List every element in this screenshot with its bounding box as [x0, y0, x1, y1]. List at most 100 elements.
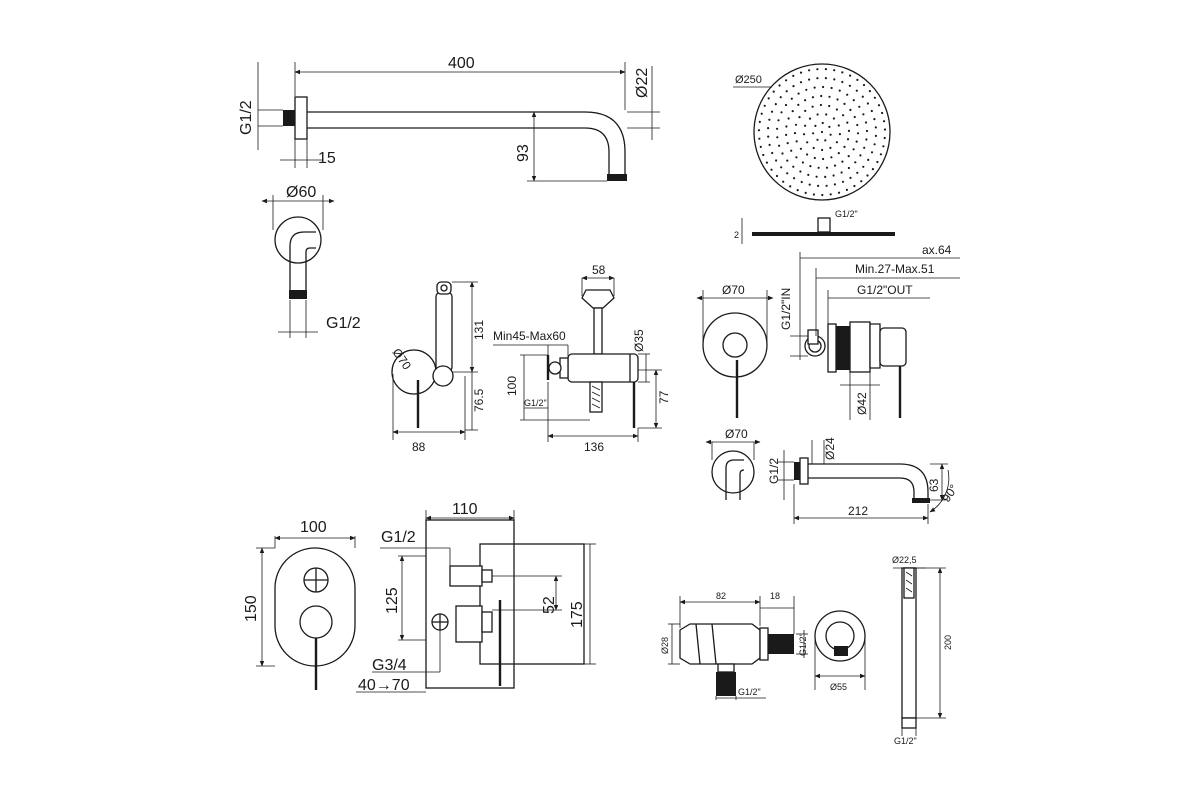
mixer-offset-label: 77 [657, 390, 671, 404]
nozzle-dot [812, 193, 816, 196]
nozzle-dot [785, 79, 788, 82]
nozzle-dot [849, 108, 852, 111]
mixer-head-width-label: 58 [592, 263, 606, 277]
nozzle-dot [820, 94, 823, 98]
nozzle-dot [811, 105, 814, 108]
nozzle-dot [772, 90, 775, 93]
bracket-thread [289, 290, 307, 299]
nozzle-dot [804, 191, 807, 194]
nozzle-dot [824, 68, 828, 71]
nozzle-dot [786, 159, 789, 162]
nozzle-dot [852, 99, 855, 102]
nozzle-dot [865, 129, 869, 133]
nozzle-dot [792, 74, 795, 77]
nozzle-dot [882, 145, 885, 148]
nozzle-dot [833, 183, 837, 186]
nozzle-dot [775, 159, 778, 162]
bracket-rosette [274, 216, 322, 264]
nozzle-dot [779, 96, 782, 99]
mixer-range-label: Min45-Max60 [493, 329, 566, 343]
nozzle-dot [866, 174, 869, 177]
nozzle-dot [795, 140, 798, 143]
nozzle-dot [833, 164, 837, 167]
bidet-mixer-drawing: 58 Min45-Max60 Ø35 100 G1/2" 77 136 [493, 263, 671, 454]
nozzle-dot [765, 161, 769, 164]
nozzle-dot [771, 151, 774, 155]
nozzle-dot [804, 99, 807, 102]
nozzle-dot [847, 166, 851, 170]
nozzle-dot [757, 129, 761, 132]
nozzle-dot [883, 120, 886, 123]
diverter-box-width-label: 110 [452, 501, 478, 518]
nozzle-dot [852, 148, 855, 151]
nozzle-dot [809, 165, 812, 168]
spout-rosette [711, 450, 755, 494]
nozzle-dot [795, 156, 798, 159]
nozzle-dot [830, 156, 833, 159]
nozzle-dot [830, 86, 833, 90]
head-disc [753, 63, 891, 201]
nozzle-dot [838, 133, 842, 136]
wall-mixer-cartridge [849, 321, 871, 373]
diverter-depth-range-label: 40→70 [358, 677, 410, 694]
nozzle-dot [846, 121, 849, 124]
spout-thread-label: G1/2 [767, 458, 781, 484]
nozzle-dot [829, 193, 832, 196]
arm-thread [283, 110, 295, 126]
wall-mixer-outlet-label: G1/2"OUT [857, 283, 913, 297]
arm-wall-flange [294, 96, 308, 140]
bracket-elbow [289, 231, 316, 290]
valve-inlet-thread [716, 672, 736, 696]
spray-depth-label: 88 [412, 440, 426, 454]
mixer-body [567, 353, 639, 383]
wall-mixer-inlet-label: G1/2"IN [779, 288, 793, 330]
arm-flange-label: 15 [318, 150, 336, 167]
nozzle-dot [762, 153, 765, 157]
nozzle-dot [833, 78, 836, 81]
nozzle-dot [780, 166, 783, 169]
nozzle-dot [870, 151, 874, 154]
nozzle-dot [841, 71, 844, 74]
diverter-wall-box [479, 543, 585, 665]
nozzle-dot [792, 85, 795, 88]
nozzle-dot [837, 152, 840, 155]
nozzle-dot [770, 168, 773, 171]
nozzle-dot [786, 142, 789, 145]
nozzle-dot [824, 175, 827, 178]
diverter-base-thread-label: G3/4 [372, 657, 407, 674]
nozzle-dot [855, 89, 858, 92]
nozzle-dot [841, 160, 844, 163]
shower-arm-drawing: 400 G1/2 15 Ø22 93 [238, 55, 660, 182]
nozzle-dot [861, 95, 864, 98]
nozzle-dot [883, 136, 886, 140]
nozzle-dot [843, 145, 846, 148]
nozzle-dot [812, 132, 815, 135]
nozzle-dot [758, 120, 761, 123]
nozzle-dot [792, 165, 795, 168]
nozzle-dot [784, 103, 788, 107]
nozzle-dot [833, 69, 836, 72]
head-side-plate [752, 232, 895, 236]
spout-flange [799, 457, 809, 485]
nozzle-dot [816, 77, 819, 80]
diverter-height-label: 150 [243, 595, 260, 622]
wall-mixer-body-label: Ø42 [855, 392, 869, 415]
nozzle-dot [856, 171, 859, 174]
nozzle-dot [836, 98, 839, 101]
nozzle-dot [867, 158, 870, 161]
nozzle-dot [832, 117, 836, 120]
nozzle-dot [856, 78, 859, 81]
nozzle-dot [862, 113, 865, 116]
nozzle-dot [847, 155, 850, 158]
arm-drop-label: 93 [515, 144, 532, 162]
nozzle-dot [849, 176, 852, 179]
bracket-diameter-label: Ø60 [286, 184, 316, 201]
diverter-spacing-label: 52 [541, 596, 558, 614]
nozzle-dot [828, 125, 831, 128]
nozzle-dot [825, 166, 829, 169]
mixer-spray-head [581, 289, 615, 309]
nozzle-dot [785, 90, 788, 93]
nozzle-dot [806, 153, 809, 156]
nozzle-dot [796, 189, 799, 192]
head-thickness-label: 2 [734, 230, 739, 240]
